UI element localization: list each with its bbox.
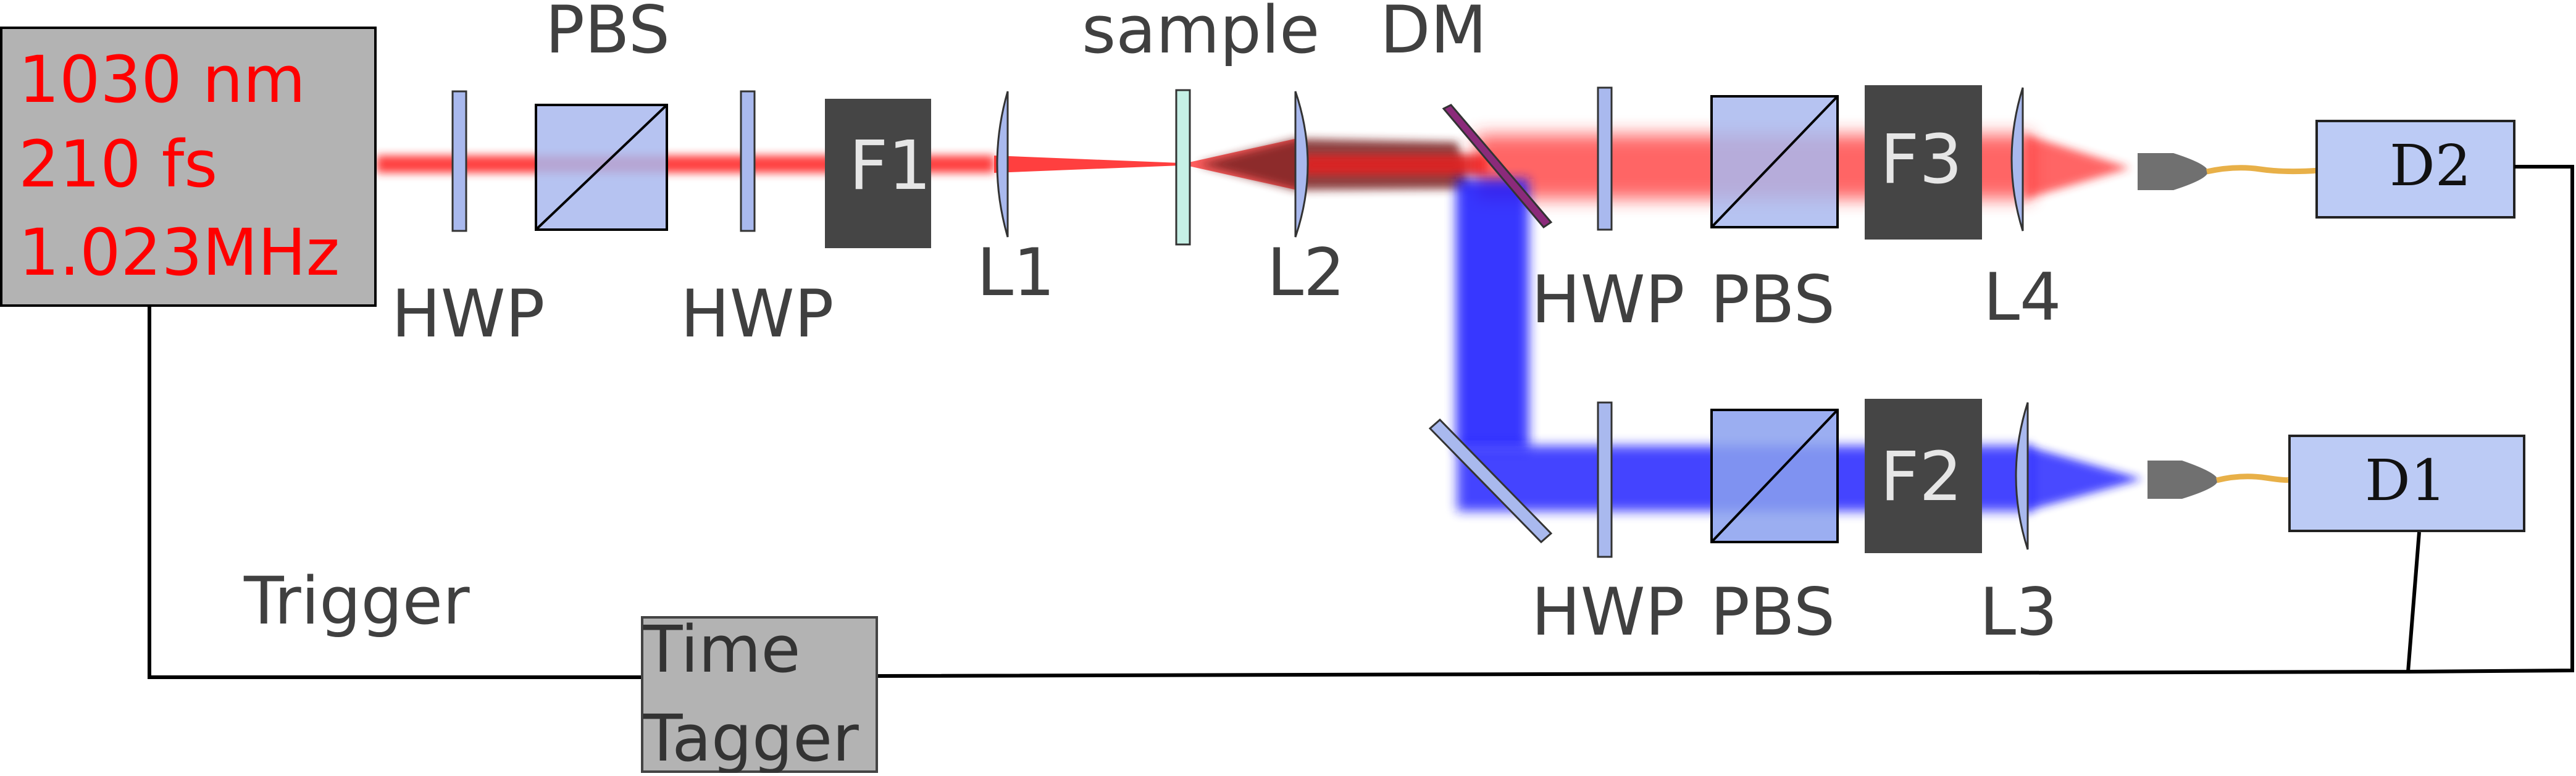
laser-rep-rate: 1.023MHz	[19, 215, 340, 290]
polarizing-beam-splitter-1	[535, 104, 668, 231]
red-beam-to-d2	[2025, 135, 2130, 199]
laser-source: 1030 nm 210 fs 1.023MHz	[0, 27, 377, 307]
l1-label: L1	[977, 235, 1055, 311]
fold-mirror	[1428, 418, 1553, 544]
blue-beam-to-d1	[2025, 446, 2143, 511]
polarizing-beam-splitter-upper	[1710, 95, 1839, 228]
detector-d2	[2315, 120, 2515, 219]
filter-f2	[1865, 399, 1982, 553]
lens-l3	[2015, 402, 2029, 550]
sample-plate	[1175, 89, 1191, 246]
hwp-lower-label: HWP	[1531, 574, 1684, 650]
pbs-lower-label: PBS	[1710, 574, 1835, 650]
l4-label: L4	[1983, 259, 2062, 335]
detector-d1	[2288, 435, 2525, 532]
red-beam-collimated	[1303, 154, 1488, 175]
half-wave-plate-2	[740, 90, 756, 232]
lens-l4	[2010, 87, 2024, 232]
fiber-lower	[2215, 474, 2294, 483]
blue-beam-down	[1456, 179, 1529, 451]
trigger-label: Trigger	[243, 563, 470, 639]
f1-label: F1	[849, 126, 931, 205]
hwp-2-label: HWP	[680, 276, 834, 352]
filter-f1	[825, 99, 931, 248]
red-beam-focus	[994, 156, 1181, 173]
d1-label: D1	[2365, 448, 2446, 514]
lens-l1	[996, 91, 1009, 238]
filter-f3	[1865, 85, 1982, 240]
fiber-coupler-upper	[2138, 153, 2208, 190]
time-tagger: Time Tagger	[641, 612, 878, 776]
l3-label: L3	[1980, 574, 2058, 650]
half-wave-plate-1	[451, 90, 467, 232]
pbs-top-label: PBS	[545, 0, 670, 68]
pbs-upper-label: PBS	[1710, 262, 1835, 338]
signal-cables	[148, 165, 2574, 679]
hwp-1-label: HWP	[391, 276, 545, 352]
sample-label: sample	[1082, 0, 1319, 68]
dm-label: DM	[1380, 0, 1487, 68]
d2-label: D2	[2390, 133, 2471, 199]
f2-label: F2	[1880, 437, 1962, 516]
fiber-coupler-lower	[2147, 461, 2218, 499]
time-tagger-label-line1: Time	[643, 612, 801, 687]
fiber-upper	[2206, 165, 2320, 175]
dichroic-mirror	[1442, 104, 1553, 228]
f3-label: F3	[1880, 120, 1962, 199]
hwp-upper-label: HWP	[1531, 262, 1684, 338]
time-tagger-label-line2: Tagger	[643, 701, 859, 773]
laser-wavelength: 1030 nm	[19, 42, 306, 117]
laser-pulse-duration: 210 fs	[19, 127, 217, 202]
lens-l2	[1294, 91, 1309, 238]
half-wave-plate-lower	[1597, 401, 1613, 558]
l2-label: L2	[1267, 235, 1345, 311]
half-wave-plate-upper	[1597, 86, 1613, 231]
polarizing-beam-splitter-lower	[1710, 409, 1839, 543]
